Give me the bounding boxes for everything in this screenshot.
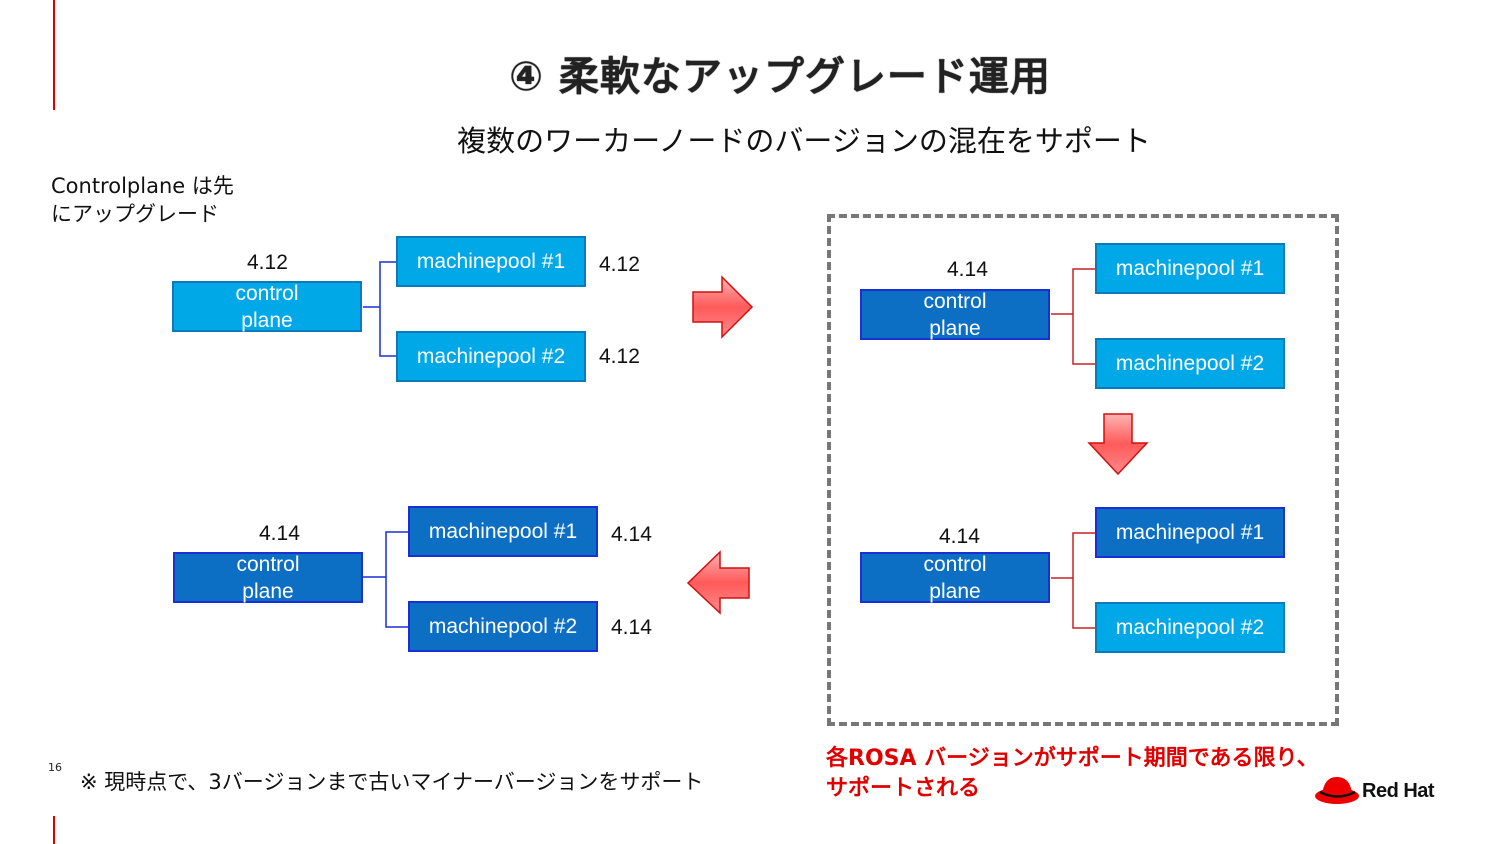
arrow-down-icon <box>1087 413 1149 476</box>
left-accent-rule-top <box>53 0 55 110</box>
final-mp2-version: 4.14 <box>611 616 652 639</box>
final-machinepool-1-box: machinepool #1 <box>408 506 598 557</box>
initial-machinepool-2-box: machinepool #2 <box>396 331 586 382</box>
connector-final <box>363 531 408 628</box>
cp-label-line2: plane <box>929 579 981 603</box>
note-line-1: Controlplane は先 <box>51 174 234 198</box>
cp-label-line2: plane <box>241 308 293 332</box>
initial-mp2-version: 4.12 <box>599 345 640 368</box>
initial-cp-version: 4.12 <box>247 251 288 274</box>
connector-mixed-b <box>1051 532 1095 629</box>
mixed-version-region <box>827 214 1339 726</box>
note-line-2: にアップグレード <box>51 202 219 226</box>
support-period-note: 各ROSA バージョンがサポート期間である限り、 サポートされる <box>826 744 1346 804</box>
connector-initial <box>363 261 396 357</box>
final-cp-version: 4.14 <box>259 522 300 545</box>
cp-label-line2: plane <box>929 316 981 340</box>
initial-machinepool-1-box: machinepool #1 <box>396 236 586 287</box>
final-mp1-version: 4.14 <box>611 523 652 546</box>
mixed-a-control-plane-box: control plane <box>860 289 1050 340</box>
mixed-b-control-plane-box: control plane <box>860 552 1050 603</box>
connector-mixed-a <box>1051 268 1095 365</box>
slide-title: ④ 柔軟なアップグレード運用 <box>509 54 1051 100</box>
page-number: 16 <box>48 761 62 774</box>
redhat-logo-icon <box>1315 776 1359 804</box>
controlplane-first-note: Controlplane は先 にアップグレード <box>51 172 281 228</box>
mixed-b-cp-version: 4.14 <box>939 525 980 548</box>
arrow-right-icon <box>692 275 754 339</box>
mixed-b-machinepool-1-box: machinepool #1 <box>1095 507 1285 558</box>
redhat-logo-text: Red Hat <box>1362 780 1435 802</box>
cp-label-line2: plane <box>242 579 294 603</box>
left-accent-rule-bottom <box>53 816 55 844</box>
arrow-left-icon <box>686 550 750 615</box>
cp-label-line1: control <box>923 552 987 576</box>
red-note-line-2: サポートされる <box>826 776 981 801</box>
mixed-a-machinepool-1-box: machinepool #1 <box>1095 243 1285 294</box>
final-control-plane-box: control plane <box>173 552 363 603</box>
mixed-a-cp-version: 4.14 <box>947 258 988 281</box>
mixed-b-machinepool-2-box: machinepool #2 <box>1095 602 1285 653</box>
cp-label-line1: control <box>923 289 987 313</box>
initial-control-plane-box: control plane <box>172 281 362 332</box>
initial-mp1-version: 4.12 <box>599 253 640 276</box>
red-note-line-1: 各ROSA バージョンがサポート期間である限り、 <box>826 746 1319 771</box>
final-machinepool-2-box: machinepool #2 <box>408 601 598 652</box>
version-support-footnote: ※ 現時点で、3バージョンまで古いマイナーバージョンをサポート <box>80 770 704 794</box>
mixed-a-machinepool-2-box: machinepool #2 <box>1095 338 1285 389</box>
cp-label-line1: control <box>235 281 299 305</box>
cp-label-line1: control <box>236 552 300 576</box>
slide-subtitle: 複数のワーカーノードのバージョンの混在をサポート <box>457 124 1151 158</box>
